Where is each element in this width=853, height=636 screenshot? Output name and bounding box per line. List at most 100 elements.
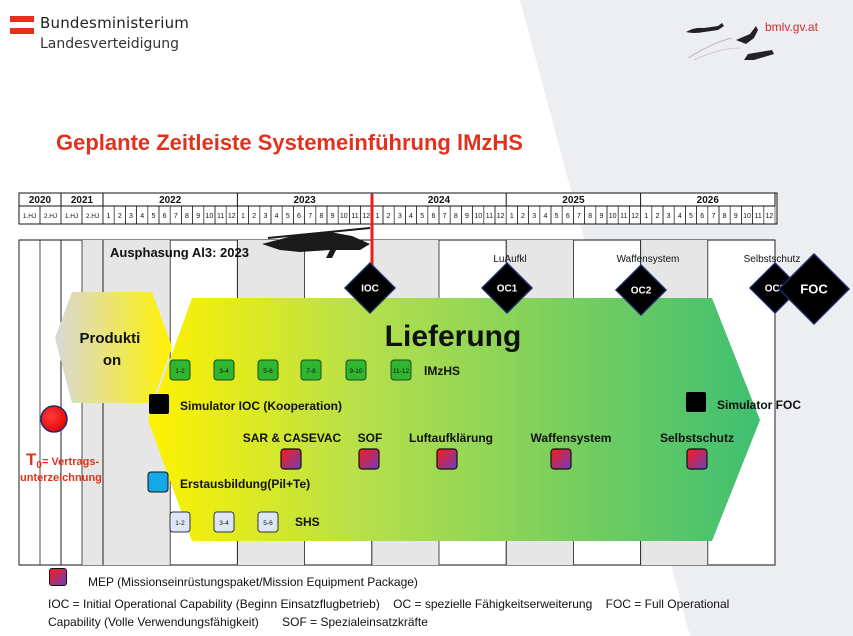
lmzhs-batch-label: 5-6: [263, 368, 273, 375]
month-label: 1.HJ: [65, 213, 78, 220]
milestone-caption: Waffensystem: [617, 254, 680, 265]
mep-legend-swatch: [49, 568, 67, 586]
month-label: 12: [631, 213, 639, 220]
year-label: 2020: [29, 195, 52, 206]
lmzhs-batch: [300, 359, 322, 381]
lmzhs-batch: [345, 359, 367, 381]
month-label: 6: [566, 213, 570, 220]
production-label: Produkti on: [79, 330, 144, 369]
month-label: 8: [723, 213, 727, 220]
phaseout-label: Ausphasung Al3: 2023: [110, 245, 249, 260]
milestone-caption: Selbstschutz: [744, 254, 801, 265]
month-label: 6: [297, 213, 301, 220]
month-label: 10: [474, 213, 482, 220]
month-label: 5: [151, 213, 155, 220]
month-label: 1: [644, 213, 648, 220]
milestone-label: OC2: [631, 286, 652, 297]
year-label: 2025: [562, 195, 585, 206]
shs-batch: [169, 511, 191, 533]
lmzhs-batch-label: 3-4: [219, 368, 229, 375]
month-label: 10: [609, 213, 617, 220]
month-label: 1: [107, 213, 111, 220]
month-label: 4: [140, 213, 144, 220]
simulator-foc-marker: [686, 392, 706, 412]
training-marker: [147, 471, 169, 493]
month-label: 8: [454, 213, 458, 220]
milestone-label: OC3: [765, 284, 786, 295]
month-label: 7: [711, 213, 715, 220]
capability-label: SAR & CASEVAC: [243, 431, 342, 445]
month-label: 7: [174, 213, 178, 220]
lmzhs-batch-label: 7-8: [306, 368, 316, 375]
month-label: 5: [286, 213, 290, 220]
month-label: 2: [521, 213, 525, 220]
month-label: 5: [689, 213, 693, 220]
month-label: 6: [163, 213, 167, 220]
month-label: 2: [387, 213, 391, 220]
capability-label: Luftaufklärung: [409, 431, 493, 445]
milestone-oc2: [614, 263, 668, 317]
month-label: 6: [431, 213, 435, 220]
training-label: Erstausbildung(Pil+Te): [180, 477, 310, 491]
month-label: 7: [308, 213, 312, 220]
shs-batch-label: 5-6: [263, 520, 273, 527]
mep-marker: [358, 448, 380, 470]
month-label: 1: [241, 213, 245, 220]
lmzhs-batch-label: 1-2: [175, 368, 185, 375]
shs-batch: [257, 511, 279, 533]
delivery-arrow: [148, 298, 760, 541]
mep-legend-text: MEP (Missionseinrüstungspaket/Mission Eq…: [88, 575, 418, 589]
t0-marker: [40, 405, 68, 433]
milestone-ioc: [343, 261, 397, 315]
month-label: 11: [620, 213, 627, 220]
month-label: 3: [129, 213, 133, 220]
month-label: 3: [667, 213, 671, 220]
month-label: 8: [185, 213, 189, 220]
month-label: 6: [700, 213, 704, 220]
shs-batch-label: 3-4: [219, 520, 229, 527]
month-label: 4: [275, 213, 279, 220]
month-label: 2: [655, 213, 659, 220]
month-label: 2.HJ: [86, 213, 99, 220]
page-title: Geplante Zeitleiste Systemeinführung lMz…: [56, 130, 523, 155]
simulator-ioc-label: Simulator IOC (Kooperation): [180, 399, 342, 413]
shs-batch: [213, 511, 235, 533]
month-label: 11: [351, 213, 358, 220]
month-label: 12: [497, 213, 505, 220]
month-label: 3: [532, 213, 536, 220]
month-label: 4: [543, 213, 547, 220]
month-label: 1: [375, 213, 379, 220]
month-label: 11: [217, 213, 224, 220]
year-label: 2021: [71, 195, 94, 206]
website-link[interactable]: bmlv.gv.at: [765, 20, 818, 34]
milestone-label: FOC: [800, 282, 828, 297]
shs-batch-label: 1-2: [175, 520, 185, 527]
month-label: 1: [510, 213, 514, 220]
month-label: 4: [409, 213, 413, 220]
milestone-label: OC1: [497, 284, 518, 295]
mep-marker: [686, 448, 708, 470]
month-label: 8: [588, 213, 592, 220]
lmzhs-label: lMzHS: [424, 364, 460, 378]
year-label: 2022: [159, 195, 182, 206]
mep-marker: [550, 448, 572, 470]
milestone-label: IOC: [361, 284, 379, 295]
lmzhs-batch: [257, 359, 279, 381]
month-label: 4: [678, 213, 682, 220]
t0-label: T0= Vertrags-: [26, 450, 99, 471]
mep-marker: [280, 448, 302, 470]
month-label: 9: [196, 213, 200, 220]
org-name-line1: Bundesministerium: [40, 14, 190, 32]
month-label: 11: [486, 213, 493, 220]
month-label: 9: [734, 213, 738, 220]
month-label: 9: [465, 213, 469, 220]
month-label: 2: [118, 213, 122, 220]
month-label: 1.HJ: [23, 213, 36, 220]
lmzhs-batch-label: 11-12: [393, 368, 410, 375]
milestone-oc1: [480, 261, 534, 315]
org-name-line2: Landesverteidigung: [40, 36, 179, 52]
lmzhs-batch: [213, 359, 235, 381]
lmzhs-batch: [169, 359, 191, 381]
